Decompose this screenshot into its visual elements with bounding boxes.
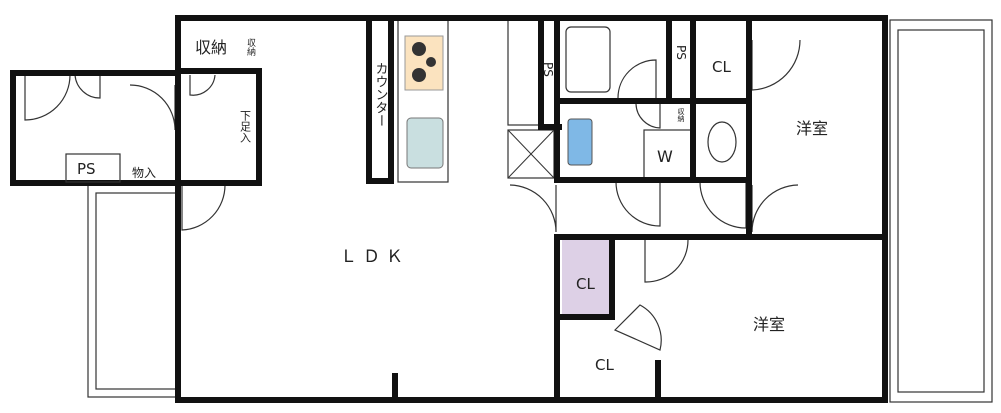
bathtub (565, 26, 611, 93)
stove (404, 35, 444, 91)
label-storage-wash: 収納 (677, 108, 685, 123)
label-closet-purple: CL (576, 275, 595, 293)
burner-icon (412, 42, 426, 56)
burner-icon (412, 68, 426, 82)
kitchen-sink (406, 117, 444, 169)
label-ps-bath: PS (674, 45, 688, 60)
label-storage-small: 収納 (245, 37, 256, 57)
toilet (707, 121, 737, 163)
label-ldk: ＬＤＫ (340, 247, 409, 267)
balcony-left (87, 184, 179, 398)
label-storage-entry: 物入 (132, 166, 156, 180)
label-western-room-2: 洋室 (753, 315, 785, 334)
floor-drain-box (507, 129, 555, 179)
ps-box (65, 153, 121, 183)
label-ps-kitchen: PS (541, 62, 555, 77)
closet-fill (562, 240, 612, 315)
walls (10, 15, 888, 403)
label-closet-lower: CL (595, 356, 614, 374)
label-counter: カウンター (373, 62, 388, 127)
label-shoe-storage: 下足入 (239, 110, 252, 143)
door-swings (24, 39, 801, 351)
label-washer: W (657, 147, 673, 166)
fridge-space (507, 19, 541, 126)
balcony-right (889, 19, 993, 403)
label-storage: 収納 (195, 38, 227, 57)
label-western-room-1: 洋室 (796, 119, 828, 138)
label-closet-top: CL (712, 58, 731, 76)
burner-icon (426, 57, 436, 67)
label-ps-entry: PS (77, 160, 96, 178)
washbasin (567, 118, 593, 166)
